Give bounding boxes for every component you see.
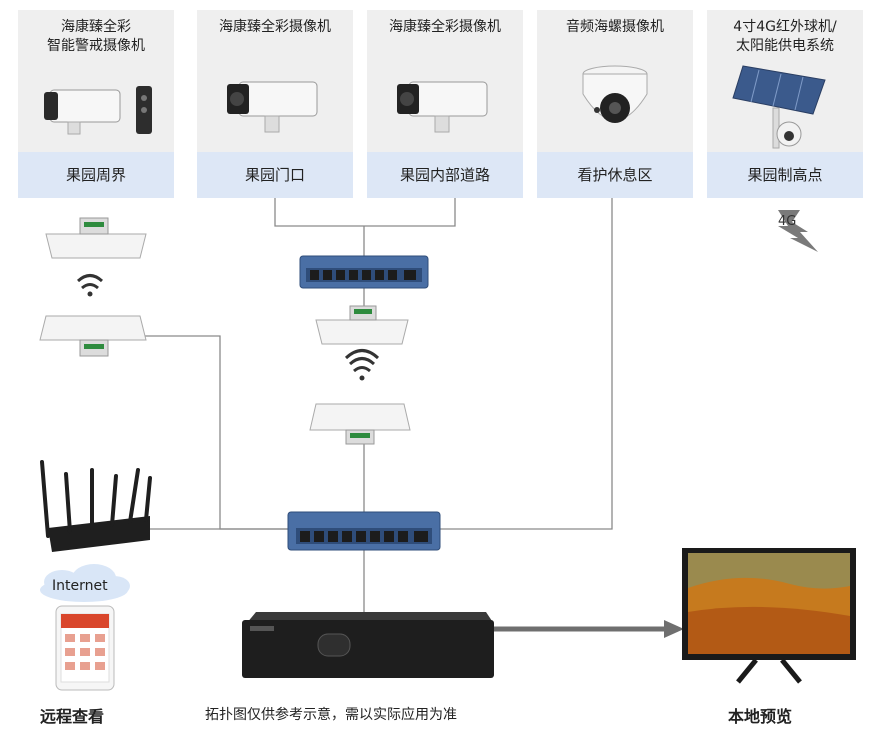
wireless-bridge-top-left — [45, 217, 147, 259]
router-icon — [40, 460, 152, 552]
camera-card-rest-area: 音频海螺摄像机 看护休息区 — [537, 10, 693, 198]
camera-location: 看护休息区 — [537, 152, 693, 198]
camera-card-road: 海康臻全彩摄像机 果园内部道路 — [367, 10, 523, 198]
internet-cloud-icon — [40, 564, 130, 602]
camera-title: 音频海螺摄像机 — [566, 19, 664, 35]
internet-label: Internet — [52, 578, 108, 594]
camera-location: 果园周界 — [18, 152, 174, 198]
camera-card-gate: 海康臻全彩摄像机 果园门口 — [197, 10, 353, 198]
camera-title: 海康臻全彩 智能警戒摄像机 — [47, 19, 145, 54]
network-links — [145, 198, 613, 612]
wifi-icon-left — [76, 274, 104, 297]
perimeter-bridge-link — [145, 335, 288, 530]
disclaimer-text: 拓扑图仅供参考示意，需以实际应用为准 — [205, 707, 457, 723]
dome-camera-icon — [582, 65, 648, 123]
signal-4g-label: 4G — [778, 214, 797, 229]
camera-location: 果园制高点 — [707, 152, 863, 198]
nvr-recorder — [242, 612, 494, 678]
poe-switch-top — [299, 255, 429, 289]
core-switch — [287, 511, 441, 551]
monitor-display — [682, 548, 856, 684]
wireless-bridge-bottom-center — [309, 403, 411, 445]
camera-title: 4寸4G红外球机/ 太阳能供电系统 — [733, 19, 837, 54]
solar-ptz-camera-icon — [732, 65, 826, 149]
bullet-camera-icon — [227, 81, 318, 133]
wireless-bridge-bottom-left — [39, 315, 147, 357]
local-preview-label: 本地预览 — [728, 707, 793, 726]
camera-location: 果园内部道路 — [367, 152, 523, 198]
camera-title: 海康臻全彩摄像机 — [219, 19, 331, 35]
bullet-camera-icon — [44, 86, 152, 135]
smartphone-icon — [55, 605, 115, 691]
remote-view-label: 远程查看 — [40, 707, 105, 726]
rest-area-link — [440, 198, 613, 530]
wifi-icon-center — [344, 349, 380, 381]
camera-card-perimeter: 海康臻全彩 智能警戒摄像机 果园周界 — [18, 10, 174, 198]
bullet-camera-icon — [397, 81, 488, 133]
camera-card-high-point: 4寸4G红外球机/ 太阳能供电系统 果园制高点 — [707, 10, 863, 198]
camera-location: 果园门口 — [197, 152, 353, 198]
display-arrow-head — [664, 620, 684, 638]
signal-4g-icon — [778, 210, 818, 252]
wireless-bridge-top-center — [315, 305, 409, 345]
gate-road-link — [274, 198, 456, 227]
camera-title: 海康臻全彩摄像机 — [389, 19, 501, 35]
